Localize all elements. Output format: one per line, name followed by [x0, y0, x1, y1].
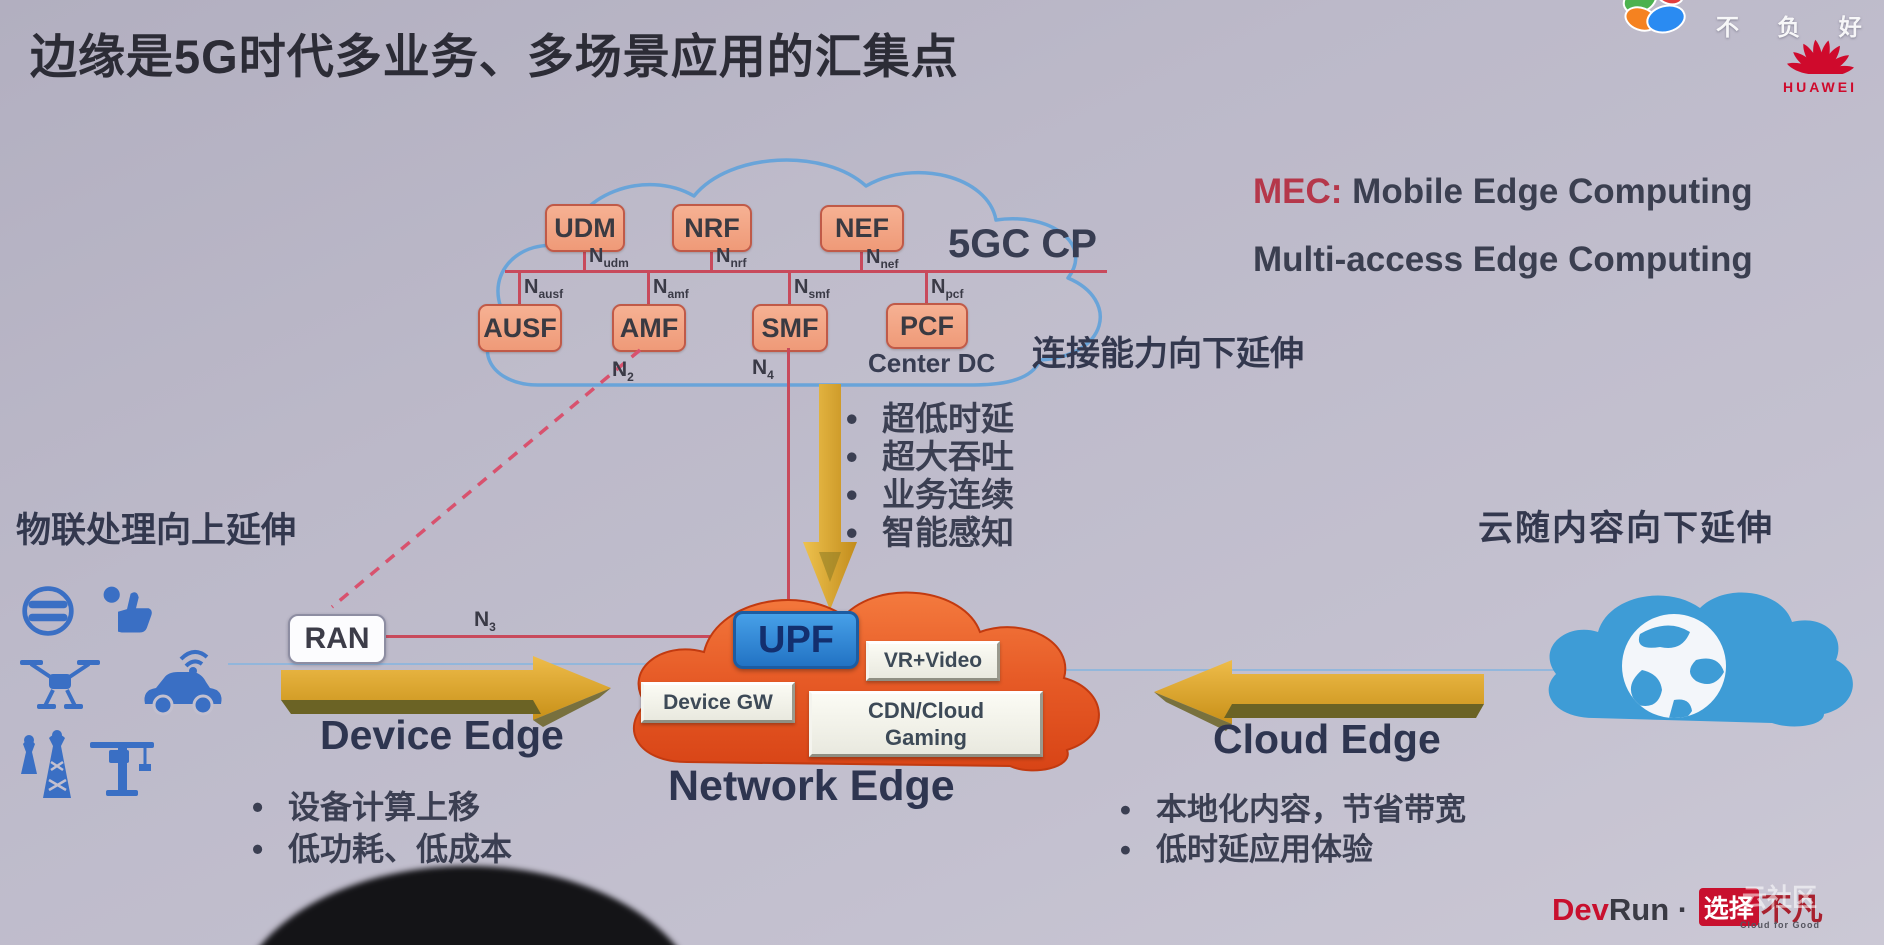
bullet-item: 本地化内容，节省带宽	[1112, 790, 1466, 830]
nf-stub	[788, 271, 791, 304]
nf-stub	[925, 271, 928, 303]
vr-video-box: VR+Video	[866, 641, 1000, 681]
iface-label-nudm: Nudm	[589, 245, 629, 270]
nf-stub	[710, 248, 713, 271]
upf-box: UPF	[733, 611, 859, 669]
video-watermark: 不 负 好 时	[1716, 14, 1884, 40]
nf-stub	[518, 271, 521, 304]
crane-icon	[84, 732, 164, 805]
mec-abbr: MEC:	[1253, 172, 1343, 211]
n3-link-line	[380, 635, 740, 638]
nf-box-smf: SMF	[752, 304, 828, 352]
iface-label-npcf: Npcf	[931, 276, 964, 301]
nf-box-udm: UDM	[545, 204, 625, 252]
iface-label-nnrf: Nnrf	[716, 245, 747, 270]
iface-label-n4: N4	[752, 356, 774, 383]
nf-box-ausf: AUSF	[478, 304, 562, 352]
n4-link-line	[787, 348, 790, 615]
cloud-edge-arrow	[1154, 660, 1484, 731]
device-link-line	[228, 663, 663, 665]
nf-box-nrf: NRF	[672, 204, 752, 252]
down-arrow	[803, 384, 857, 610]
iface-label-namf: Namf	[653, 276, 689, 301]
device-gw-box: Device GW	[641, 682, 795, 723]
iface-label-nnef: Nnef	[866, 246, 899, 271]
n2-link-line	[330, 348, 642, 609]
presenter-head-silhouette	[233, 866, 703, 945]
network-edge-label: Network Edge	[668, 762, 955, 810]
center-dc-label: Center DC	[868, 348, 996, 378]
nf-stub	[647, 271, 650, 304]
benefit-item: 业务连续	[838, 476, 1014, 514]
iface-label-nsmf: Nsmf	[794, 276, 830, 301]
nf-box-amf: AMF	[612, 304, 686, 352]
cloud-edge-label: Cloud Edge	[1213, 716, 1441, 762]
benefit-list-center: 超低时延 超大吞吐 业务连续 智能感知	[838, 400, 1014, 552]
bullet-item: 低时延应用体验	[1112, 830, 1466, 870]
community-watermark: 云社区	[1742, 884, 1818, 912]
device-edge-arrow	[281, 656, 611, 727]
signal-towers-icon	[15, 728, 81, 807]
drone-icon	[18, 652, 102, 721]
device-edge-bullets: 设备计算上移 低功耗、低成本	[244, 786, 512, 870]
iface-label-n3: N3	[474, 608, 496, 635]
cdn-cloud-gaming-box: CDN/Cloud Gaming	[809, 691, 1043, 757]
connected-car-icon	[136, 648, 230, 725]
devrun-logo: DevRun · 选择不凡	[1552, 884, 1823, 929]
devrun-caption: Cloud for Good	[1740, 920, 1820, 930]
ran-box: RAN	[288, 614, 386, 664]
thumbs-up-icon	[100, 583, 154, 642]
annotation-connect-down: 连接能力向下延伸	[1032, 335, 1304, 373]
device-edge-label: Device Edge	[320, 712, 564, 758]
nf-box-pcf: PCF	[886, 303, 968, 349]
cloud-link-line	[1062, 669, 1557, 671]
iface-label-nausf: Nausf	[524, 276, 564, 301]
annotation-cloud-down: 云随内容向下延伸	[1478, 509, 1775, 548]
huawei-flower-icon	[1786, 39, 1854, 77]
bullet-item: 低功耗、低成本	[244, 828, 512, 870]
cloud-edge-bullets: 本地化内容，节省带宽 低时延应用体验	[1112, 790, 1466, 870]
bullet-item: 设备计算上移	[244, 786, 512, 828]
mec-definition-line2: Multi-access Edge Computing	[1253, 240, 1753, 279]
benefit-item: 超大吞吐	[838, 438, 1014, 476]
annotation-iot-up: 物联处理向上延伸	[16, 511, 297, 550]
nf-box-nef: NEF	[820, 205, 904, 252]
nf-stub	[583, 248, 586, 271]
vr-headset-icon	[20, 583, 76, 644]
page-title: 边缘是5G时代多业务、多场景应用的汇集点	[30, 30, 959, 83]
globe-cloud-icon	[1548, 592, 1853, 727]
core-region-label: 5GC CP	[948, 222, 1097, 266]
huawei-wordmark: HUAWEI	[1783, 79, 1857, 95]
benefit-item: 超低时延	[838, 400, 1014, 438]
pinwheel-logo-icon	[1610, 0, 1706, 53]
huawei-logo: HUAWEI	[1765, 28, 1875, 95]
sbi-bus-line	[505, 270, 1107, 273]
mec-definition-line1: MEC: Mobile Edge Computing	[1253, 172, 1753, 211]
benefit-item: 智能感知	[838, 514, 1014, 552]
nf-stub	[860, 248, 863, 271]
devrun-badge: 选择	[1698, 888, 1759, 926]
iface-label-n2: N2	[612, 358, 634, 385]
